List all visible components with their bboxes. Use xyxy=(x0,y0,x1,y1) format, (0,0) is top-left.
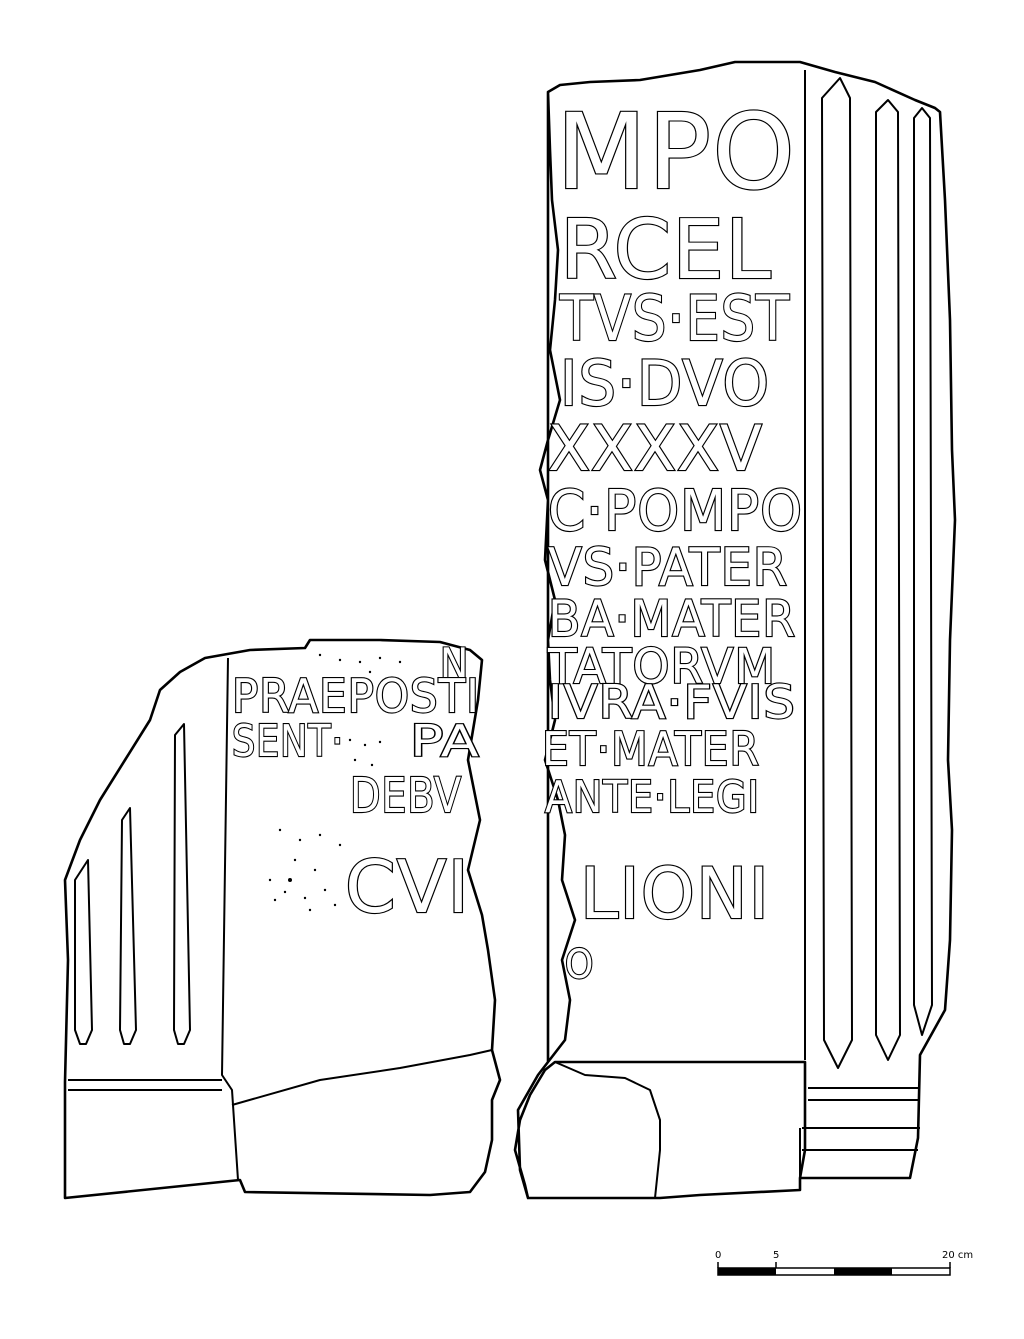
left-fragment: N PRAEPOSTI SENT· PA DEBV CVI xyxy=(63,638,502,1200)
right-base-damage xyxy=(554,1061,661,1199)
right-pilaster xyxy=(799,77,933,1178)
right-line-4: IS·DVO xyxy=(560,347,770,420)
left-line-4: DEBV xyxy=(350,768,462,824)
left-line-1: PRAEPOSTI xyxy=(232,669,480,723)
left-line-3: PA xyxy=(410,716,480,767)
right-line-3: TVS·EST xyxy=(559,282,790,355)
scale-label-20: 20 cm xyxy=(942,1250,973,1261)
left-fragment-outline xyxy=(63,638,502,1200)
right-line-5: XXXXV xyxy=(548,412,763,485)
right-line-9: TATORVM xyxy=(547,639,776,695)
right-line-8: BA·MATER xyxy=(548,590,796,648)
scale-bar-segment-1 xyxy=(718,1268,776,1275)
right-line-12: ANTE·LEGI xyxy=(545,772,760,823)
right-line-7: VS·PATER xyxy=(548,538,788,598)
right-line-6: C·POMPO xyxy=(548,479,803,544)
left-partial-top: N xyxy=(440,639,469,688)
right-line-11: ET·MATER xyxy=(542,722,760,776)
right-line-13: LIONI xyxy=(580,853,770,935)
right-line-10: IVRA·FVIS xyxy=(548,675,796,729)
left-line-5: CVI xyxy=(345,845,470,929)
right-line-2: RCEL xyxy=(560,203,772,298)
scale-bar-segment-2 xyxy=(834,1268,892,1275)
right-fragment-outline xyxy=(513,60,957,1200)
right-line-14: O xyxy=(565,942,594,988)
scale-bar: 0 5 20 cm xyxy=(715,1250,973,1276)
right-line-1: MPO xyxy=(556,91,796,213)
scale-label-5: 5 xyxy=(773,1250,779,1261)
right-fragment: MPO RCEL TVS·EST IS·DVO XXXXV C·POMPO VS… xyxy=(513,60,957,1200)
left-break-line xyxy=(231,1049,493,1106)
left-dotted-traces xyxy=(268,653,402,912)
scale-label-0: 0 xyxy=(715,1250,721,1261)
left-face-border xyxy=(221,657,239,1181)
left-line-2: SENT· xyxy=(232,716,344,767)
left-pilaster xyxy=(68,723,222,1091)
